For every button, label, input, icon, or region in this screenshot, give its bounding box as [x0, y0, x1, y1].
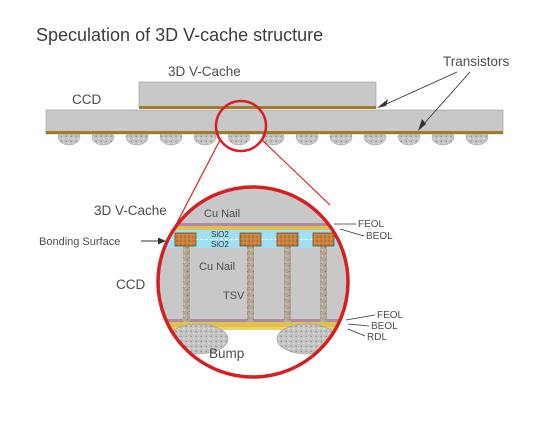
detail-feol-lower — [158, 319, 348, 322]
transistor-arrow-ccd — [418, 119, 426, 131]
beol-lower-leader — [347, 323, 370, 327]
tsv-label: TSV — [223, 290, 245, 302]
sio2-top-label: SiO2 — [211, 230, 229, 239]
sio2-bottom-label: SiO2 — [211, 240, 229, 249]
detail-rdl — [158, 327, 348, 330]
bonding-arrow — [158, 237, 166, 245]
ccd-transistor-layer — [46, 131, 503, 134]
top-ccd-label: CCD — [72, 92, 101, 107]
cu-nail-bottom-label: Cu Nail — [199, 261, 235, 273]
cu-nail-top-label: Cu Nail — [204, 208, 240, 220]
tsv-column — [320, 246, 327, 322]
detail-ccd-die — [158, 248, 348, 319]
cu-nail — [174, 232, 197, 247]
vcache-die — [138, 81, 377, 109]
top-vcache-label: 3D V-Cache — [168, 64, 241, 79]
transistor-arrow-vcache — [377, 99, 388, 108]
tsv-columns — [183, 246, 327, 322]
detail-ccd-label: CCD — [116, 277, 145, 292]
zoom-line-right — [261, 139, 331, 206]
cu-nail — [276, 232, 299, 247]
rdl-label: RDL — [367, 332, 387, 343]
beol-upper-leader — [339, 228, 365, 237]
detail-lens-border — [156, 185, 350, 379]
rdl-leader — [347, 328, 366, 337]
feol-upper-label: FEOL — [358, 219, 385, 230]
cu-nails — [174, 232, 335, 247]
tsv-column — [284, 246, 291, 322]
detail-lens — [158, 187, 348, 377]
detail-feol-upper — [158, 223, 348, 226]
cu-nail — [239, 232, 262, 247]
detail-beol-upper — [158, 226, 348, 230]
beol-lower-label: BEOL — [371, 321, 398, 332]
tsv-column — [247, 246, 254, 322]
tsv-column — [183, 246, 190, 322]
detail-labels: 3D V-Cache Bonding Surface CCD Cu Nail S… — [39, 203, 404, 361]
bump-label: Bump — [209, 346, 244, 361]
beol-upper-label: BEOL — [366, 231, 393, 242]
cu-nail — [312, 232, 335, 247]
diagram-title: Speculation of 3D V-cache structure — [36, 25, 323, 45]
zoom-source-circle — [214, 99, 268, 153]
feol-lower-leader — [345, 314, 376, 321]
feol-lower-label: FEOL — [377, 310, 404, 321]
transistors-label: Transistors — [443, 54, 510, 69]
transistor-leader-vcache — [381, 71, 458, 107]
ccd-die — [45, 109, 504, 135]
bonding-surface-label: Bonding Surface — [39, 236, 120, 248]
top-overview: 3D V-Cache CCD Transistors — [45, 54, 510, 146]
detail-vcache-label: 3D V-Cache — [94, 203, 167, 218]
transistor-leader-ccd — [421, 71, 471, 127]
detail-beol-lower — [158, 322, 348, 327]
